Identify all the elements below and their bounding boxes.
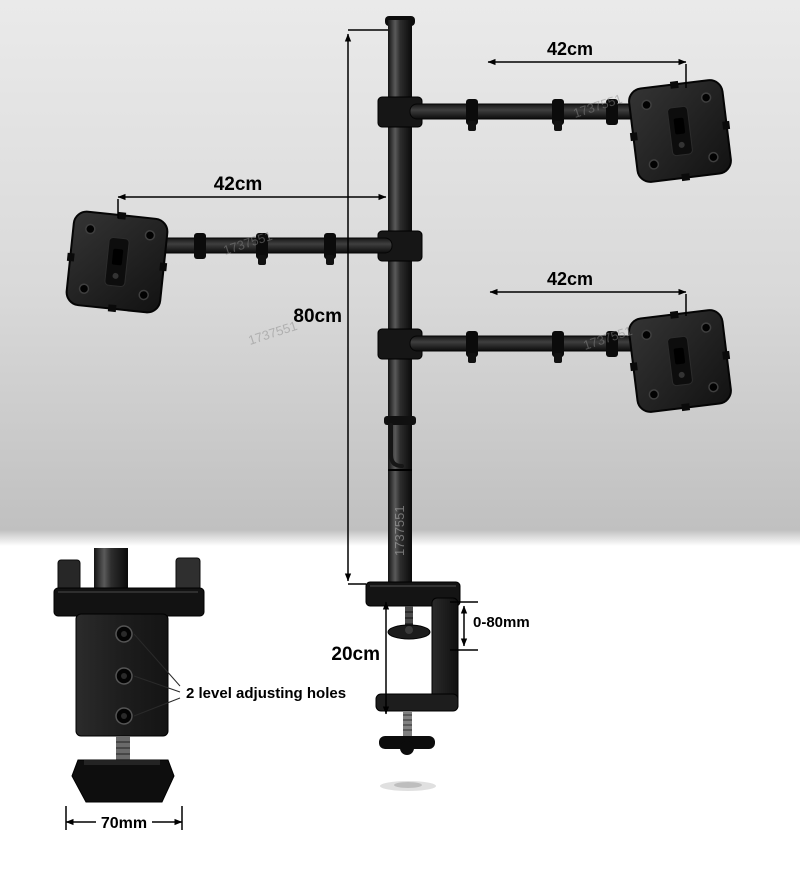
arm-joint xyxy=(552,99,564,125)
hole-inner xyxy=(121,631,127,637)
leader-line-hole-3 xyxy=(133,697,181,717)
inset-wing-left xyxy=(57,559,81,593)
inset-foot-highlight xyxy=(84,760,160,765)
inset-clamp-foot xyxy=(71,759,175,803)
dimension-arm-bottom-right: 42cm xyxy=(489,269,687,316)
arm-joint xyxy=(466,331,478,357)
hole-inner xyxy=(121,713,127,719)
clamp-knob-dome xyxy=(400,741,414,755)
dim-label-clamp-section: 20cm xyxy=(331,644,380,665)
arm-joint xyxy=(256,233,268,259)
cable-hook-icon xyxy=(389,423,404,468)
inset-pole-stub xyxy=(94,548,128,592)
arm-joint xyxy=(552,331,564,357)
dim-label-clamp-opening: 0-80mm xyxy=(473,614,530,631)
arm-lock-tab xyxy=(554,353,562,363)
arm-lock-tab xyxy=(554,121,562,131)
clamp-detail-inset xyxy=(53,548,205,803)
hole-inner xyxy=(121,673,127,679)
clamp-bottom-arm xyxy=(375,693,459,712)
clamp-wing-hub xyxy=(405,626,413,634)
adjusting-holes-label: 2 level adjusting holes xyxy=(186,685,346,702)
arm-joint xyxy=(194,233,206,259)
dimension-base-width: 70mm xyxy=(65,806,183,832)
arm-joint xyxy=(324,233,336,259)
dim-label-arm-top: 42cm xyxy=(547,39,593,59)
arm-lock-tab xyxy=(258,255,266,265)
hook-collar xyxy=(384,416,416,425)
vesa-plate-top-right xyxy=(623,74,737,188)
dimension-arm-left: 42cm xyxy=(117,174,387,218)
arm-lock-tab xyxy=(326,255,334,265)
dim-label-pole-height: 80cm xyxy=(293,306,342,327)
dim-label-arm-bottom: 42cm xyxy=(547,269,593,289)
arm-joint xyxy=(606,99,618,125)
arm-joint xyxy=(606,331,618,357)
arm-lock-tab xyxy=(468,121,476,131)
vesa-plate-left xyxy=(61,206,173,318)
clamp-screw-lower xyxy=(403,711,412,737)
clamp-shadow xyxy=(380,781,436,791)
watermark-text: 1737551 xyxy=(392,505,407,556)
dimension-pole-height: 80cm xyxy=(293,29,388,585)
dimension-clamp-section: 20cm xyxy=(331,601,390,715)
arm-middle-left xyxy=(61,206,423,318)
arm-top-right xyxy=(377,74,737,188)
clamp-column xyxy=(431,597,459,711)
leader-line-hole-1 xyxy=(133,633,181,687)
inset-wing-right xyxy=(175,557,201,593)
dimension-arm-top-right: 42cm xyxy=(487,39,687,88)
dim-label-base-width: 70mm xyxy=(101,815,147,832)
arm-lock-tab xyxy=(468,353,476,363)
arm-joint xyxy=(466,99,478,125)
dimension-clamp-opening: 0-80mm xyxy=(450,601,530,651)
leader-line-hole-2 xyxy=(133,675,181,693)
clamp-shadow-core xyxy=(394,782,422,788)
desk-clamp xyxy=(365,581,461,791)
dim-label-arm-left: 42cm xyxy=(214,174,263,195)
arm-bottom-right xyxy=(377,304,737,418)
vesa-plate-bottom-right xyxy=(623,304,737,418)
